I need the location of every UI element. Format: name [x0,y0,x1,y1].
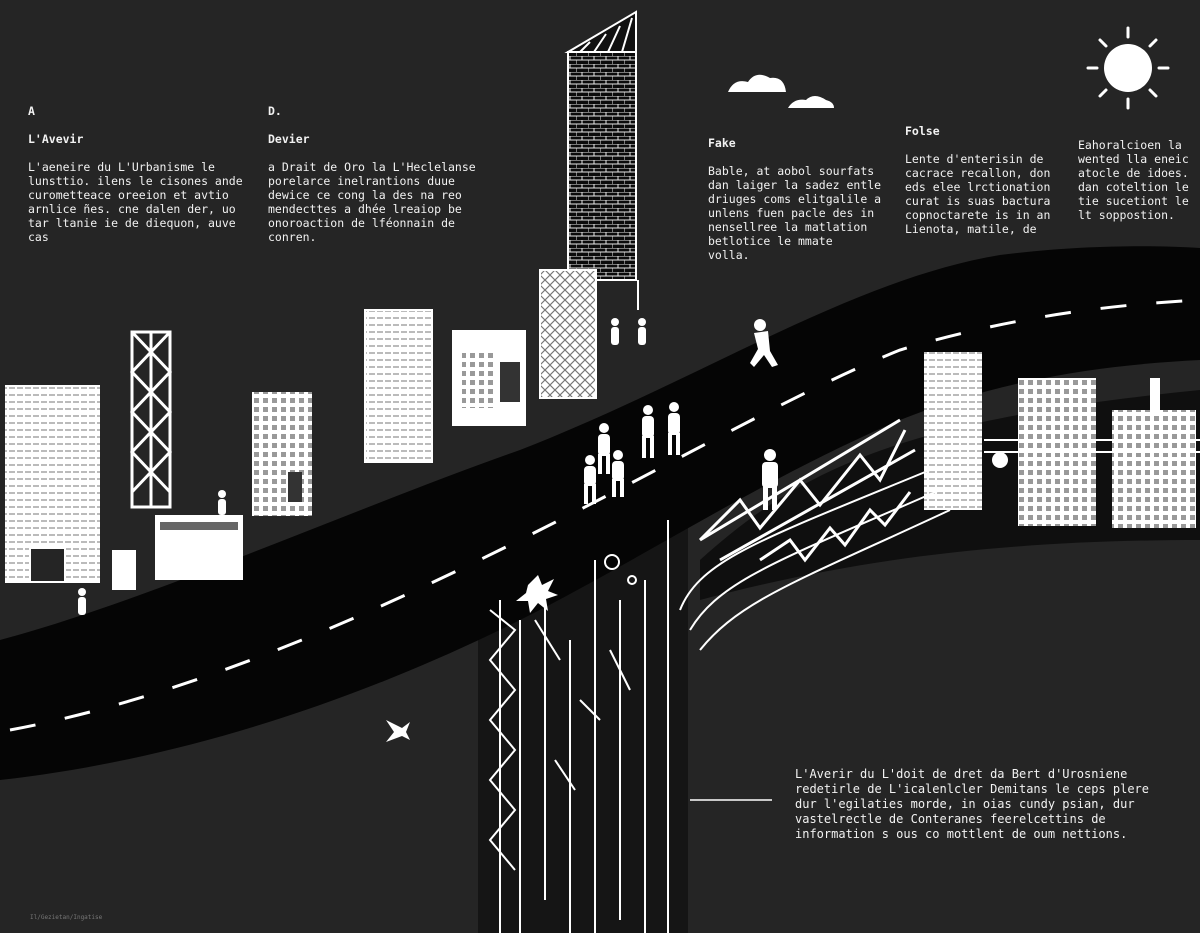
text-block-bottom-right: L'Averir du L'doit de dret da Bert d'Uro… [795,752,1155,842]
block-body: Lente d'enterisin de cacrace recallon, d… [905,152,1051,236]
mesh-tower [539,269,597,399]
block-body: a Drait de Oro la L'Heclelanse porelarce… [268,160,476,244]
block-body: Bable, at aobol sourfats dan laiger la s… [708,164,882,262]
block-letter: A [28,104,35,118]
truss-bridge [698,418,916,563]
text-block-far-right: Eahoralcioen la wented lla eneic atocle … [1078,124,1198,222]
block-body: L'Averir du L'doit de dret da Bert d'Uro… [795,767,1150,841]
brick-tower [564,10,639,310]
tree-icon [992,452,1008,468]
cloud-icon [728,74,834,108]
highway [0,246,1200,780]
people [78,318,778,615]
airplane-icon [386,720,410,742]
left-buildings [5,309,526,590]
footer-credit: Il/Gezietan/Ingatise [30,914,103,921]
block-heading: Folse [905,124,940,138]
splash-icon [516,575,558,613]
text-block-right: Folse Lente d'enterisin de cacrace recal… [905,110,1065,236]
text-block-center-right: Fake Bable, at aobol sourfats dan laiger… [708,122,888,262]
block-heading: L'Avevir [28,132,84,146]
block-heading: Devier [268,132,310,146]
circuit-traces [488,469,951,933]
sun-icon [1086,26,1170,110]
block-body: Eahoralcioen la wented lla eneic atocle … [1078,138,1189,222]
block-body: L'aeneire du L'Urbanisme le lunsttio. il… [28,160,243,244]
text-block-center-left: D. Devier a Drait de Oro la L'Heclelanse… [268,90,483,244]
right-buildings [924,352,1200,528]
lane-markings [9,298,1200,732]
text-block-left: A L'Avevir L'aeneire du L'Urbanisme le l… [28,90,258,244]
block-letter: D. [268,104,282,118]
block-heading: Fake [708,136,736,150]
